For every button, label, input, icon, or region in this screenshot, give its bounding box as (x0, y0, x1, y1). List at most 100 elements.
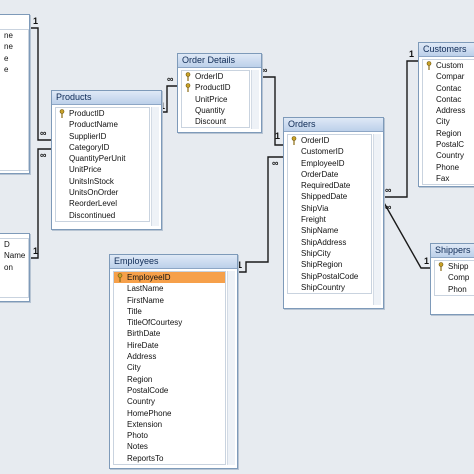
relationship-line-employees-orders (236, 156, 283, 273)
field-row[interactable]: Contac (436, 94, 462, 104)
field-row[interactable]: e (4, 64, 9, 74)
field-row[interactable]: Freight (301, 215, 326, 225)
field-row[interactable]: EmployeeID (301, 158, 345, 168)
field-row[interactable]: ProductID (182, 82, 249, 93)
field-row[interactable]: Country (436, 151, 465, 161)
field-row[interactable]: Fax (436, 173, 450, 183)
field-row[interactable]: ProductID (56, 108, 149, 119)
field-row[interactable]: BirthDate (127, 329, 161, 339)
field-row[interactable]: Title (127, 306, 142, 316)
field-row[interactable]: HireDate (127, 340, 159, 350)
field-row[interactable]: UnitsOnOrder (69, 188, 119, 198)
primary-key-icon (291, 136, 297, 145)
field-row[interactable]: UnitsInStock (69, 176, 114, 186)
table-products[interactable]: Products ProductID ProductName SupplierI… (51, 90, 162, 230)
field-row[interactable]: ShippedDate (301, 192, 348, 202)
field-row[interactable]: UnitPrice (69, 165, 102, 175)
cardinality-many-categories: ∞ (40, 128, 47, 138)
field-row[interactable]: on (4, 262, 13, 272)
field-row[interactable]: LastName (127, 284, 164, 294)
field-name: Custom (436, 61, 464, 70)
field-row[interactable]: Phone (436, 162, 460, 172)
field-row[interactable]: Discontinued (69, 210, 116, 220)
field-row[interactable]: ShipRegion (301, 260, 343, 270)
field-row[interactable]: Phon (448, 284, 467, 294)
field-row[interactable]: e (4, 53, 9, 63)
field-row[interactable]: Extension (127, 419, 163, 429)
field-row[interactable]: ReorderLevel (69, 199, 118, 209)
table-title[interactable]: Order Details (178, 54, 261, 68)
field-row[interactable]: SupplierID (69, 131, 107, 141)
field-row[interactable]: ShipPostalCode (301, 271, 359, 281)
field-row[interactable]: ShipName (301, 226, 339, 236)
field-list: ProductID ProductName SupplierID Categor… (55, 107, 150, 222)
field-row-selected[interactable]: EmployeeID (114, 272, 225, 284)
field-row[interactable]: ne (4, 42, 13, 52)
field-row[interactable]: OrderID (288, 135, 371, 146)
field-row[interactable]: PostalCode (127, 385, 169, 395)
field-row[interactable]: Contac (436, 83, 462, 93)
field-row[interactable]: CategoryID (69, 142, 110, 152)
field-row[interactable]: Quantity (195, 105, 225, 115)
field-row[interactable]: OrderDate (301, 169, 339, 179)
field-row[interactable]: Shipp (435, 261, 474, 272)
field-row[interactable]: Discount (195, 117, 227, 127)
field-row[interactable]: Address (436, 106, 466, 116)
table-title[interactable]: Orders (284, 118, 383, 132)
field-row[interactable]: UnitPrice (195, 94, 228, 104)
field-row[interactable]: ShipCountry (301, 282, 346, 292)
table-shippers[interactable]: Shippers Shipp Comp Phon (430, 243, 474, 315)
field-row[interactable]: Name (4, 251, 26, 261)
cardinality-one-categories: 1 (33, 16, 38, 26)
field-row[interactable]: Region (436, 128, 462, 138)
field-row[interactable]: Notes (127, 442, 148, 452)
field-row[interactable]: City (127, 363, 141, 373)
field-row[interactable]: ne (4, 31, 13, 40)
field-row[interactable]: FirstName (127, 295, 164, 305)
field-row[interactable]: HomePhone (127, 408, 172, 418)
field-row[interactable]: Address (127, 352, 157, 362)
table-left-bottom[interactable]: D Name on (0, 233, 30, 302)
field-row[interactable]: QuantityPerUnit (69, 154, 126, 164)
scrollbar[interactable] (227, 271, 235, 465)
field-row[interactable]: ProductName (69, 120, 118, 130)
field-row[interactable]: D (4, 240, 10, 249)
field-row[interactable]: Country (127, 397, 156, 407)
field-row[interactable]: Region (127, 374, 153, 384)
table-customers[interactable]: Customers Custom Compar Contac Contac Ad… (418, 42, 474, 187)
field-row[interactable]: ShipCity (301, 248, 331, 258)
field-row[interactable]: OrderID (182, 71, 249, 82)
field-row[interactable]: ShipAddress (301, 237, 347, 247)
field-name: OrderID (195, 72, 224, 81)
table-title[interactable]: Customers (419, 43, 474, 57)
field-row[interactable]: Compar (436, 72, 465, 82)
field-row[interactable]: City (436, 117, 450, 127)
field-row[interactable]: ShipVia (301, 203, 329, 213)
table-order-details[interactable]: Order Details OrderID ProductID UnitPric… (177, 53, 262, 133)
table-employees[interactable]: Employees EmployeeID LastName FirstName … (109, 254, 238, 469)
table-title[interactable]: Products (52, 91, 161, 105)
field-row[interactable]: Photo (127, 431, 148, 441)
relationship-line-shippers-orders (382, 200, 430, 269)
scrollbar[interactable] (373, 134, 381, 305)
field-row[interactable]: Comp (448, 273, 470, 283)
table-orders[interactable]: Orders OrderID CustomerID EmployeeID Ord… (283, 117, 384, 309)
cardinality-one-employees: 1 (237, 260, 242, 270)
table-left-top[interactable]: ne ne e e (0, 14, 30, 174)
field-row[interactable]: TitleOfCourtesy (127, 318, 183, 328)
cardinality-many-suppliers: ∞ (40, 150, 47, 160)
field-row[interactable]: ReportsTo (127, 453, 164, 463)
scrollbar[interactable] (251, 70, 259, 129)
field-row[interactable]: PostalC (436, 140, 465, 150)
primary-key-icon (426, 61, 432, 70)
scrollbar[interactable] (151, 107, 159, 226)
field-row[interactable]: RequiredDate (301, 181, 351, 191)
table-title[interactable]: Shippers (431, 244, 474, 258)
field-row[interactable]: Custom (423, 60, 474, 71)
cardinality-one-shippers: 1 (424, 256, 429, 266)
primary-key-icon (117, 273, 123, 282)
field-row[interactable]: CustomerID (301, 147, 344, 157)
table-title[interactable]: Employees (110, 255, 237, 269)
